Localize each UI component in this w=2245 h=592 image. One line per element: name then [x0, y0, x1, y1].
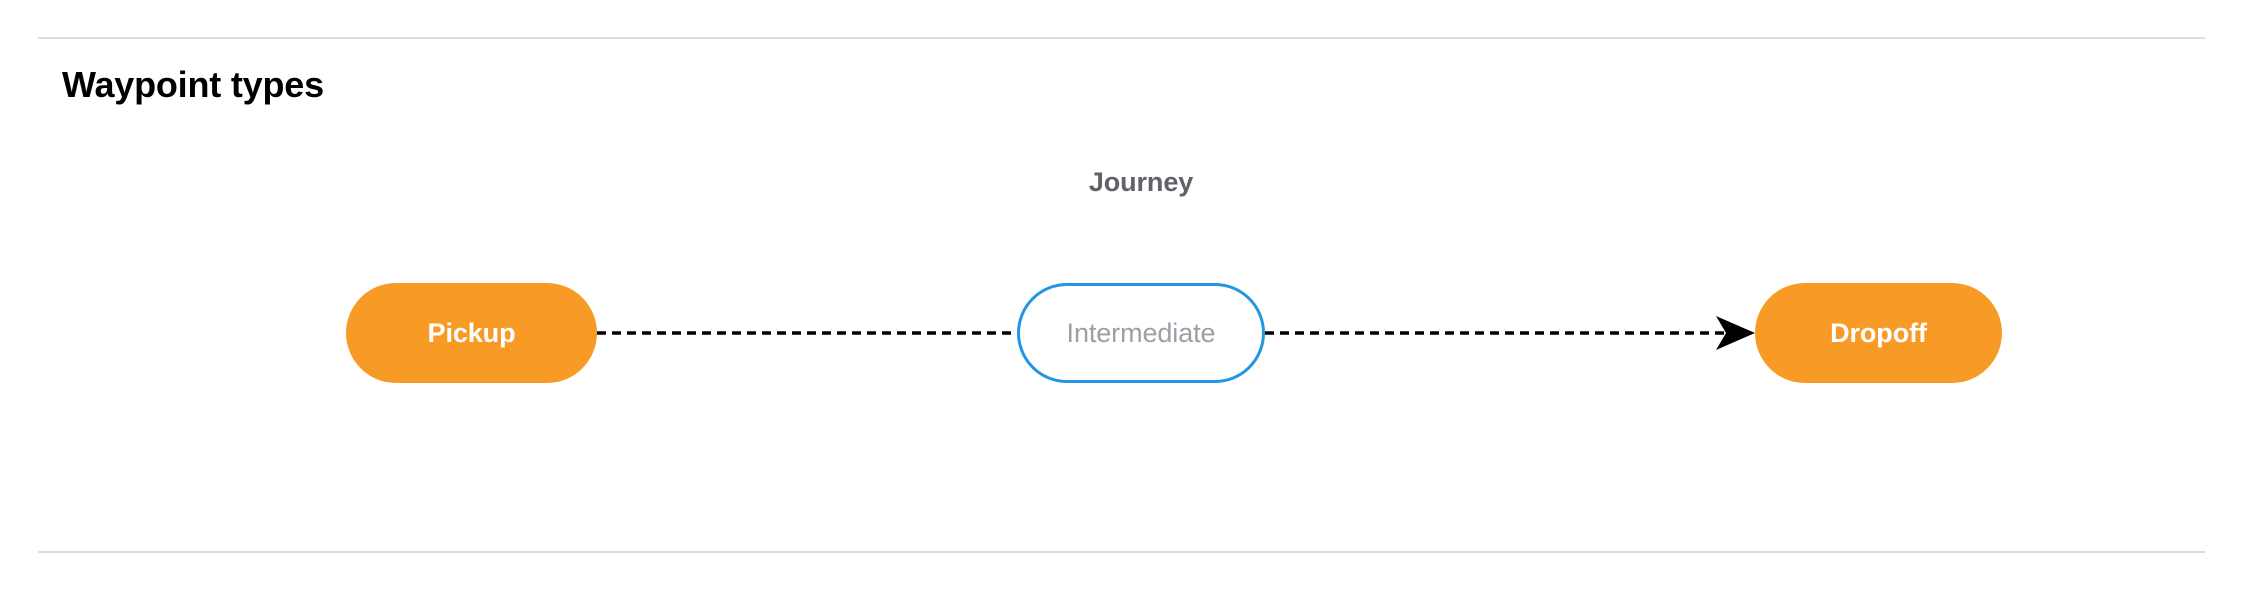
waypoint-node-intermediate-label: Intermediate: [1066, 317, 1216, 348]
section-divider-top: [38, 37, 2205, 39]
waypoint-node-intermediate[interactable]: Intermediate: [1017, 283, 1265, 383]
section-divider-bottom: [38, 551, 2205, 553]
arrowhead-icon: [1716, 316, 1755, 350]
waypoint-node-dropoff[interactable]: Dropoff: [1755, 283, 2002, 383]
waypoint-node-pickup-label: Pickup: [427, 317, 516, 348]
page-title: Waypoint types: [62, 64, 324, 105]
waypoint-node-dropoff-label: Dropoff: [1830, 317, 1927, 348]
waypoint-node-pickup[interactable]: Pickup: [346, 283, 597, 383]
journey-group-label: Journey: [1088, 167, 1194, 197]
